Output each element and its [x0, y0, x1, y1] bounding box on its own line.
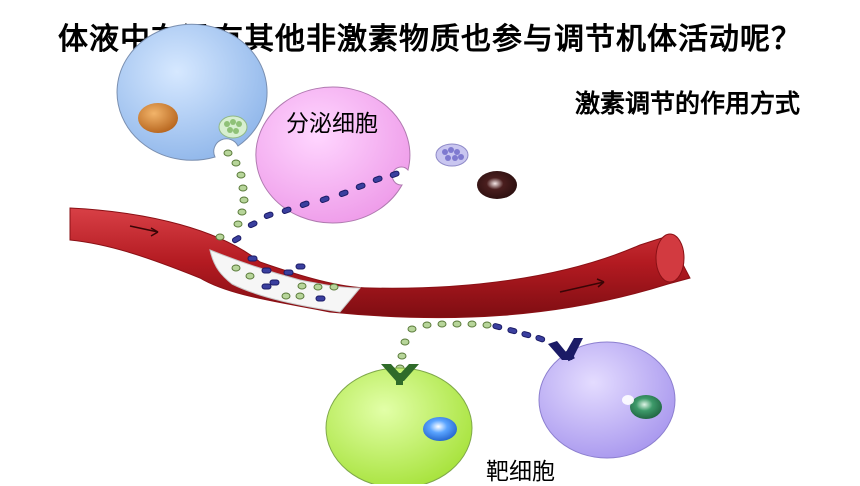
secretory-cell-pink: [255, 86, 517, 224]
target-cell-purple: [538, 338, 676, 459]
target-cell-green: [325, 364, 473, 484]
nucleus: [477, 171, 517, 199]
secretory-cell-label: 分泌细胞: [286, 111, 378, 137]
diagram-subtitle: 激素调节的作用方式: [574, 89, 800, 118]
nucleus: [423, 417, 457, 441]
nucleus: [138, 103, 178, 133]
blood-vessel: [69, 207, 691, 319]
receptor-navy: [548, 338, 583, 362]
target-cell-label: 靶细胞: [486, 459, 555, 485]
secretory-cell-blue: [116, 23, 268, 161]
green-molecules: [215, 149, 492, 372]
nucleus: [630, 395, 662, 419]
blue-molecules: [231, 170, 546, 343]
receptor-green: [381, 364, 419, 385]
